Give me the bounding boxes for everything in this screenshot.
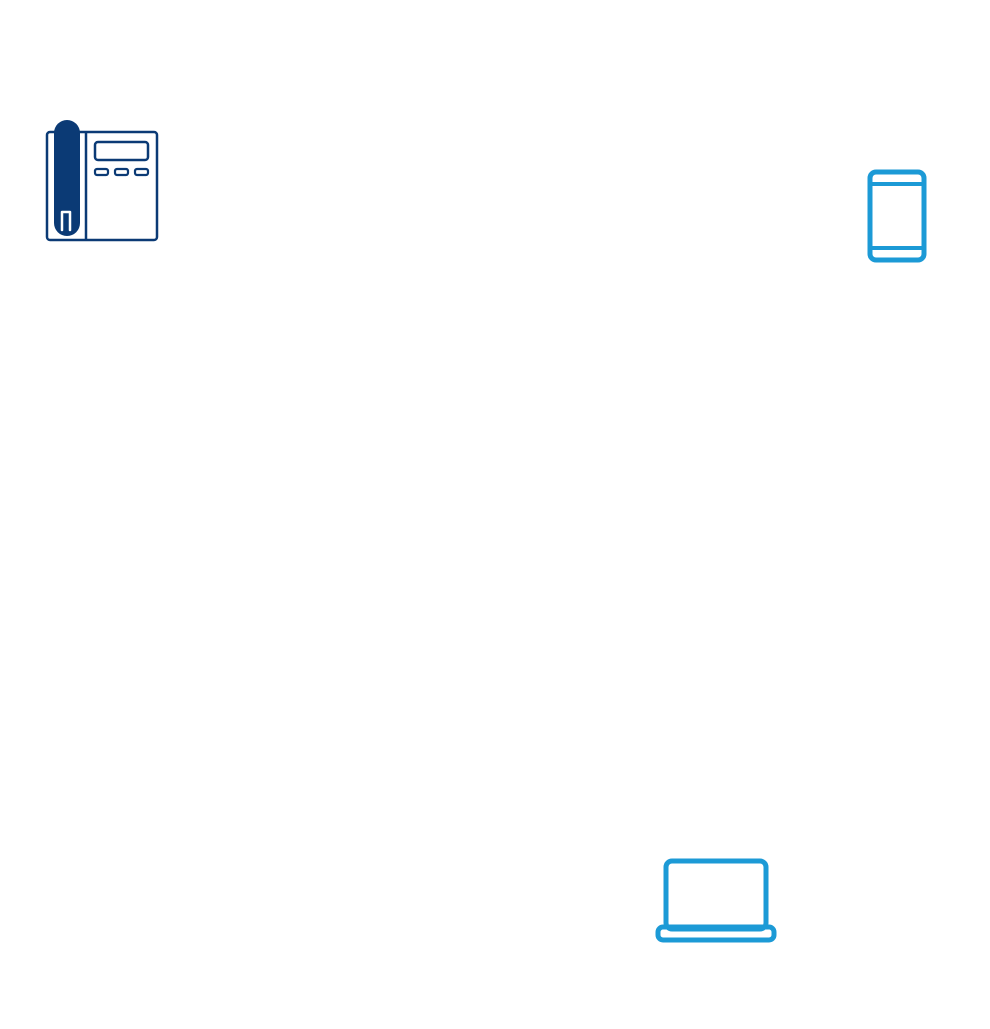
desk-phone-body — [45, 130, 159, 242]
desk-phone-handset — [54, 120, 80, 236]
laptop-icon — [655, 858, 777, 943]
desk-phone-button-1 — [93, 167, 110, 177]
desk-phone-button-3 — [133, 167, 150, 177]
desk-phone-handset-mark — [60, 210, 72, 232]
laptop-screen — [663, 858, 769, 932]
desk-phone-display — [93, 140, 150, 162]
smartphone-icon — [867, 169, 927, 263]
laptop-base — [655, 924, 777, 943]
smartphone-body — [867, 169, 927, 263]
desk-phone-icon — [45, 120, 159, 242]
desk-phone-button-2 — [113, 167, 130, 177]
